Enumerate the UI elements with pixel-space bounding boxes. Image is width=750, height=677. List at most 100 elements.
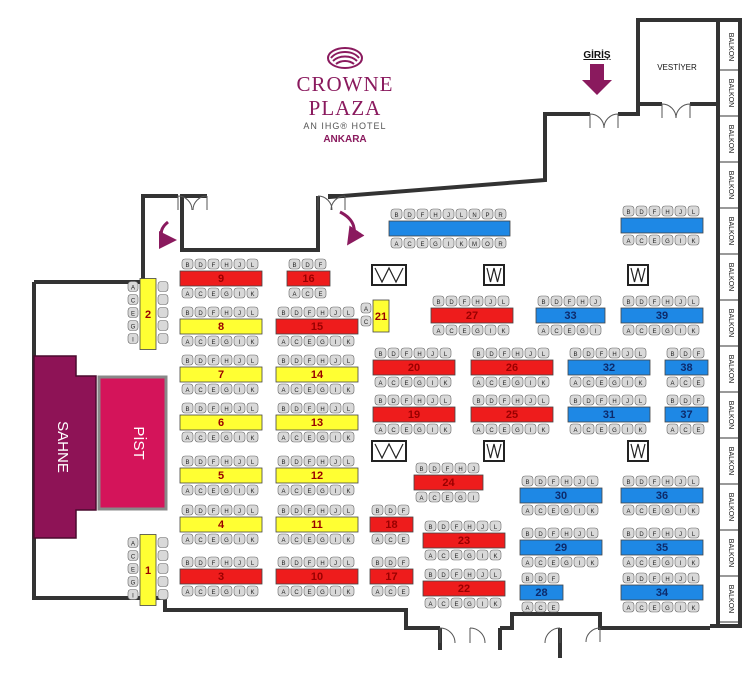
chair-icon[interactable]	[560, 527, 573, 539]
chair-icon[interactable]	[648, 324, 661, 336]
chair-icon[interactable]	[674, 504, 687, 516]
chair-icon[interactable]	[207, 484, 220, 496]
chair-icon[interactable]	[472, 394, 485, 406]
chair-icon[interactable]	[290, 556, 303, 568]
chair-icon[interactable]	[194, 402, 207, 414]
chair-icon[interactable]	[371, 585, 384, 597]
chair-icon[interactable]	[181, 383, 194, 395]
chair-icon[interactable]	[521, 572, 534, 584]
chair-icon[interactable]	[429, 208, 442, 220]
chair-icon[interactable]	[634, 394, 647, 406]
chair-icon[interactable]	[207, 556, 220, 568]
chair-icon[interactable]	[563, 324, 576, 336]
chair-icon[interactable]	[316, 504, 329, 516]
chair-icon[interactable]	[635, 295, 648, 307]
chair-icon[interactable]	[445, 324, 458, 336]
chair-icon[interactable]	[582, 394, 595, 406]
chair-icon[interactable]	[233, 455, 246, 467]
chair-icon[interactable]	[648, 234, 661, 246]
chair-icon[interactable]	[329, 455, 342, 467]
chair-icon[interactable]	[661, 205, 674, 217]
chair-icon[interactable]	[679, 394, 692, 406]
chair-icon[interactable]	[342, 556, 355, 568]
chair-icon[interactable]	[290, 504, 303, 516]
chair-icon[interactable]	[661, 475, 674, 487]
chair-icon[interactable]	[220, 431, 233, 443]
chair-icon[interactable]	[329, 533, 342, 545]
chair-icon[interactable]	[468, 237, 481, 249]
chair-icon[interactable]	[233, 287, 246, 299]
chair-icon[interactable]	[608, 376, 621, 388]
chair-icon[interactable]	[595, 423, 608, 435]
chair-icon[interactable]	[484, 324, 497, 336]
door-swing-icon[interactable]	[544, 627, 561, 644]
chair-icon[interactable]	[586, 527, 599, 539]
chair-icon[interactable]	[403, 208, 416, 220]
door-swing-icon[interactable]	[589, 113, 605, 129]
chair-icon[interactable]	[301, 258, 314, 270]
chair-icon[interactable]	[416, 208, 429, 220]
chair-icon[interactable]	[246, 556, 259, 568]
chair-icon[interactable]	[316, 335, 329, 347]
chair-icon[interactable]	[397, 504, 410, 516]
chair-icon[interactable]	[547, 527, 560, 539]
chair-icon[interactable]	[157, 307, 169, 318]
chair-icon[interactable]	[635, 205, 648, 217]
chair-icon[interactable]	[608, 423, 621, 435]
chair-icon[interactable]	[194, 354, 207, 366]
chair-icon[interactable]	[573, 556, 586, 568]
chair-icon[interactable]	[181, 306, 194, 318]
chair-icon[interactable]	[573, 527, 586, 539]
chair-icon[interactable]	[687, 527, 700, 539]
chair-icon[interactable]	[534, 527, 547, 539]
chair-icon[interactable]	[329, 556, 342, 568]
chair-icon[interactable]	[463, 597, 476, 609]
chair-icon[interactable]	[472, 376, 485, 388]
chair-icon[interactable]	[233, 556, 246, 568]
chair-icon[interactable]	[621, 394, 634, 406]
chair-icon[interactable]	[586, 475, 599, 487]
chair-icon[interactable]	[537, 324, 550, 336]
chair-icon[interactable]	[576, 324, 589, 336]
chair-icon[interactable]	[550, 324, 563, 336]
chair-icon[interactable]	[484, 295, 497, 307]
chair-icon[interactable]	[246, 306, 259, 318]
chair-icon[interactable]	[207, 306, 220, 318]
chair-icon[interactable]	[622, 527, 635, 539]
chair-icon[interactable]	[194, 287, 207, 299]
chair-icon[interactable]	[635, 324, 648, 336]
chair-icon[interactable]	[679, 376, 692, 388]
chair-icon[interactable]	[537, 295, 550, 307]
chair-icon[interactable]	[537, 394, 550, 406]
chair-icon[interactable]	[181, 402, 194, 414]
chair-icon[interactable]	[635, 601, 648, 613]
chair-icon[interactable]	[413, 423, 426, 435]
chair-icon[interactable]	[371, 556, 384, 568]
chair-icon[interactable]	[277, 585, 290, 597]
chair-icon[interactable]	[314, 258, 327, 270]
chair-icon[interactable]	[472, 347, 485, 359]
chair-icon[interactable]	[233, 533, 246, 545]
chair-icon[interactable]	[666, 347, 679, 359]
chair-icon[interactable]	[432, 295, 445, 307]
chair-icon[interactable]	[424, 597, 437, 609]
chair-icon[interactable]	[127, 333, 139, 344]
chair-icon[interactable]	[342, 455, 355, 467]
chair-icon[interactable]	[547, 601, 560, 613]
chair-icon[interactable]	[157, 537, 169, 548]
chair-icon[interactable]	[569, 394, 582, 406]
chair-icon[interactable]	[342, 484, 355, 496]
chair-icon[interactable]	[661, 527, 674, 539]
